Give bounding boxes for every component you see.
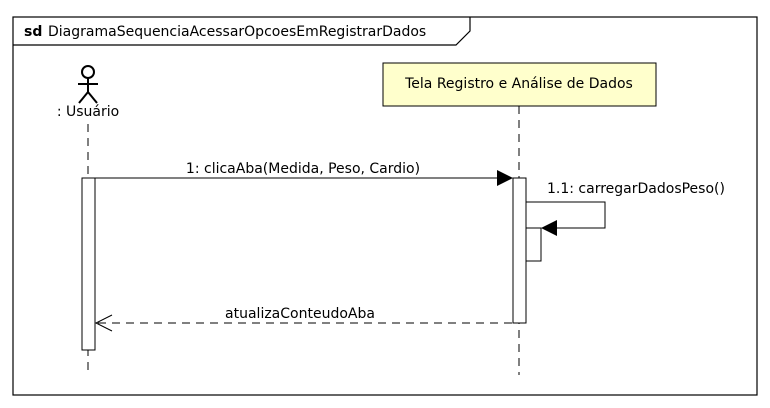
message-1-label: 1: clicaAba(Medida, Peso, Cardio) <box>186 161 420 177</box>
actor-activation-bar <box>81 177 96 351</box>
message-3-arrowhead <box>94 314 113 332</box>
lifeline-head-label: Tela Registro e Análise de Dados <box>404 76 633 92</box>
object-activation-bar <box>512 177 527 324</box>
message-2-arrow <box>526 201 606 236</box>
actor-label: : Usuário <box>57 104 119 120</box>
message-3-label: atualizaConteudoAba <box>225 306 375 322</box>
diagram-frame <box>12 16 758 396</box>
frame-title: DiagramaSequenciaAcessarOpcoesEmRegistra… <box>48 24 426 40</box>
message-2-label: 1.1: carregarDadosPeso() <box>547 181 725 197</box>
frame-title-tab <box>13 17 471 46</box>
actor-icon <box>78 65 98 104</box>
frame-keyword: sd <box>24 24 42 40</box>
nested-activation-bar <box>525 227 542 262</box>
lifeline-head <box>382 62 657 107</box>
